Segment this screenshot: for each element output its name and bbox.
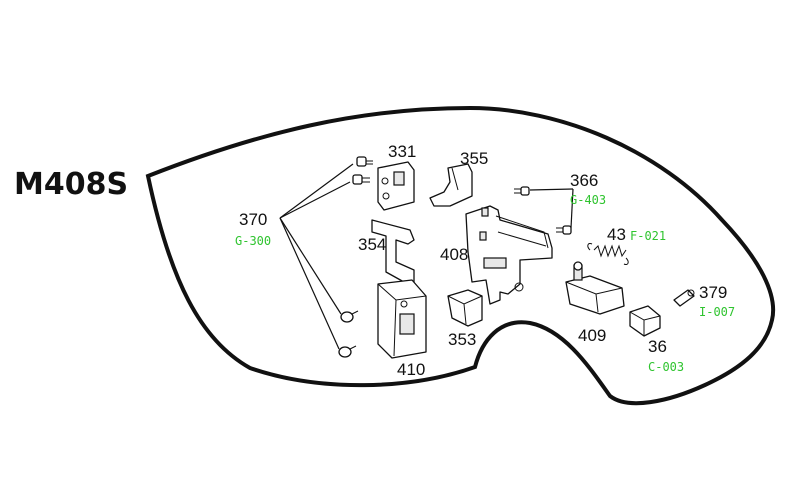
label-410: 410 [397, 360, 425, 379]
code-379: I-007 [699, 305, 735, 319]
assembly-outline [145, 105, 776, 406]
part-354-plate [371, 219, 415, 285]
code-370: G-300 [235, 234, 271, 248]
screw-370-c [340, 310, 359, 323]
leader-366 [529, 188, 574, 229]
code-43: F-021 [630, 229, 666, 243]
part-353-clip [447, 289, 483, 327]
screw-366-a [514, 186, 530, 196]
label-409: 409 [578, 326, 606, 345]
code-36: C-003 [648, 360, 684, 374]
label-43: 43 [607, 225, 626, 244]
part-36-block [629, 305, 661, 337]
part-355-clip [429, 163, 473, 207]
part-408-frame [465, 205, 553, 305]
label-379: 379 [699, 283, 727, 302]
model-title: M408S [14, 167, 128, 202]
screw-370-b [352, 174, 370, 185]
part-409-slider [565, 261, 625, 315]
label-408: 408 [440, 245, 468, 264]
label-331: 331 [388, 142, 416, 161]
screw-370-d [338, 345, 357, 358]
part-331-bracket [377, 161, 415, 211]
label-355: 355 [460, 149, 488, 168]
label-354: 354 [358, 235, 386, 254]
label-353: 353 [448, 330, 476, 349]
code-366: G-403 [570, 193, 606, 207]
part-379-pin [673, 289, 695, 307]
label-36: 36 [648, 337, 667, 356]
screw-366-b [556, 225, 572, 235]
label-370: 370 [239, 210, 267, 229]
part-43-spring [587, 243, 629, 265]
part-410-plate [377, 279, 427, 359]
label-366: 366 [570, 171, 598, 190]
leader-370 [279, 163, 354, 350]
screw-370-a [356, 156, 373, 167]
